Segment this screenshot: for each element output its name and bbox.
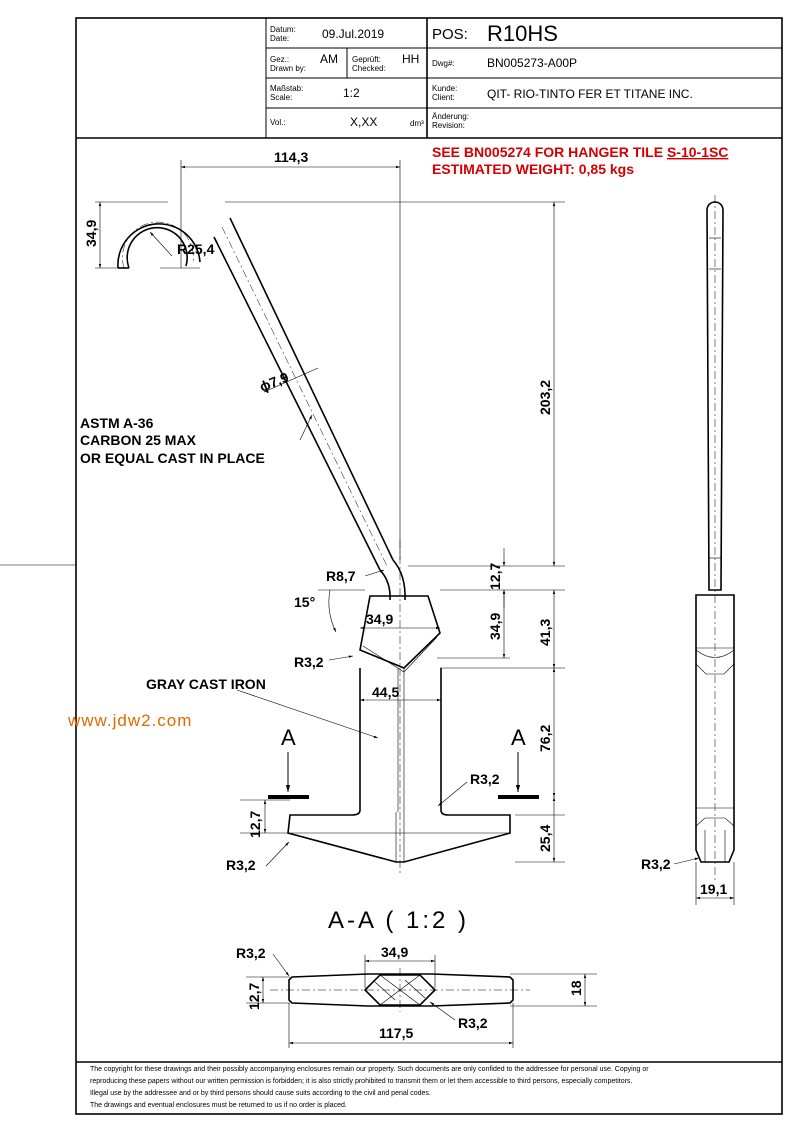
checked-label-en: Checked:: [352, 64, 386, 73]
sheet-border: [75, 17, 783, 1115]
scale-value: 1:2: [343, 86, 360, 100]
drawn-by-value: AM: [320, 52, 338, 66]
copyright-line-3: Illegal use by the addressee and or by t…: [90, 1090, 431, 1097]
dim-overall-height: 203,2: [537, 380, 553, 415]
dim-head-height: 34,9: [487, 613, 503, 640]
volume-unit: dm³: [410, 119, 424, 128]
dim-radius-stem: R3,2: [470, 771, 500, 787]
pos-value: R10HS: [487, 21, 558, 46]
dim-radius-head: R3,2: [294, 654, 324, 670]
title-block: Datum: Date: 09.Jul.2019 Gez.: Drawn by:…: [76, 18, 782, 139]
dim-base-height: 25,4: [537, 825, 553, 852]
weight-note: ESTIMATED WEIGHT: 0,85 kgs: [432, 161, 634, 177]
dim-head-width: 34,9: [366, 611, 393, 627]
section-view: A-A ( 1:2 ): [246, 907, 597, 1048]
scale-label-en: Scale:: [270, 93, 292, 102]
dim-radius-side: R3,2: [641, 856, 671, 872]
volume-label: Vol.:: [270, 118, 286, 127]
dwg-value: BN005273-A00P: [487, 56, 577, 70]
date-label-en: Date:: [270, 34, 289, 43]
dim-side-width: 19,1: [700, 881, 727, 897]
dwg-label: Dwg#:: [432, 59, 455, 68]
material-note-3: OR EQUAL CAST IN PLACE: [80, 450, 265, 466]
hook-rod: [117, 217, 406, 601]
dim-radius-section-left: R3,2: [236, 945, 266, 961]
cast-iron-note: GRAY CAST IRON: [146, 676, 266, 692]
dimension-lines: [95, 160, 565, 867]
copyright-line-2: reproducing these papers without our wri…: [90, 1078, 632, 1085]
scale-label: Maßstab:: [270, 84, 303, 93]
checked-label: Geprüft:: [352, 55, 381, 64]
pos-label: POS:: [432, 26, 468, 43]
dim-width-114-3: 114,3: [274, 149, 308, 165]
date-value: 09.Jul.2019: [322, 27, 384, 41]
volume-value: X,XX: [350, 115, 377, 129]
material-note-1: ASTM A-36: [80, 415, 154, 431]
checked-by-value: HH: [402, 52, 419, 66]
client-value: QIT- RIO-TINTO FER ET TITANE INC.: [487, 87, 693, 101]
material-note-2: CARBON 25 MAX: [80, 432, 197, 448]
dim-base-thickness: 12,7: [247, 811, 263, 838]
dim-hook-radius: R25,4: [177, 241, 215, 257]
dim-radius-base: R3,2: [226, 857, 256, 873]
watermark: www.jdw2.com: [67, 711, 192, 730]
dim-bend-radius: R8,7: [326, 568, 356, 584]
dim-angle: 15°: [294, 594, 315, 610]
section-mark-right: A: [511, 725, 526, 750]
copyright-line-4: The drawings and eventual enclosures mus…: [90, 1102, 347, 1109]
client-label-en: Client:: [432, 93, 455, 102]
revision-label-en: Revision:: [432, 121, 465, 130]
drawn-label-en: Drawn by:: [270, 64, 306, 73]
dim-section-thickness: 12,7: [246, 983, 262, 1010]
client-label: Kunde:: [432, 84, 457, 93]
dim-41-3: 41,3: [537, 619, 553, 646]
section-title: A-A ( 1:2 ): [328, 907, 469, 934]
dim-stem-width: 44,5: [372, 684, 399, 700]
dim-section-height: 18: [568, 980, 584, 996]
reference-note-text: SEE BN005274 FOR HANGER TILE: [432, 144, 667, 160]
dim-neck-height: 12,7: [487, 563, 503, 590]
reference-link: S-10-1SC: [667, 144, 728, 160]
dim-stem-height: 76,2: [537, 725, 553, 752]
section-marker-left: A: [268, 725, 309, 799]
section-mark-left: A: [281, 725, 296, 750]
dim-hook-height: 34,9: [83, 220, 99, 247]
front-body: [287, 540, 511, 875]
section-marker-right: A: [498, 725, 539, 799]
dim-radius-section-core: R3,2: [458, 1015, 488, 1031]
dim-section-core-width: 34,9: [381, 944, 408, 960]
revision-label: Änderung:: [432, 112, 469, 121]
dim-rod-diameter: ϕ7,9: [257, 369, 291, 395]
drawn-label: Gez.:: [270, 55, 289, 64]
date-label: Datum:: [270, 25, 296, 34]
copyright-line-1: The copyright for these drawings and the…: [90, 1066, 649, 1073]
dim-section-length: 117,5: [379, 1025, 413, 1041]
reference-note: SEE BN005274 FOR HANGER TILE S-10-1SC: [432, 144, 728, 160]
side-view: [673, 195, 735, 905]
